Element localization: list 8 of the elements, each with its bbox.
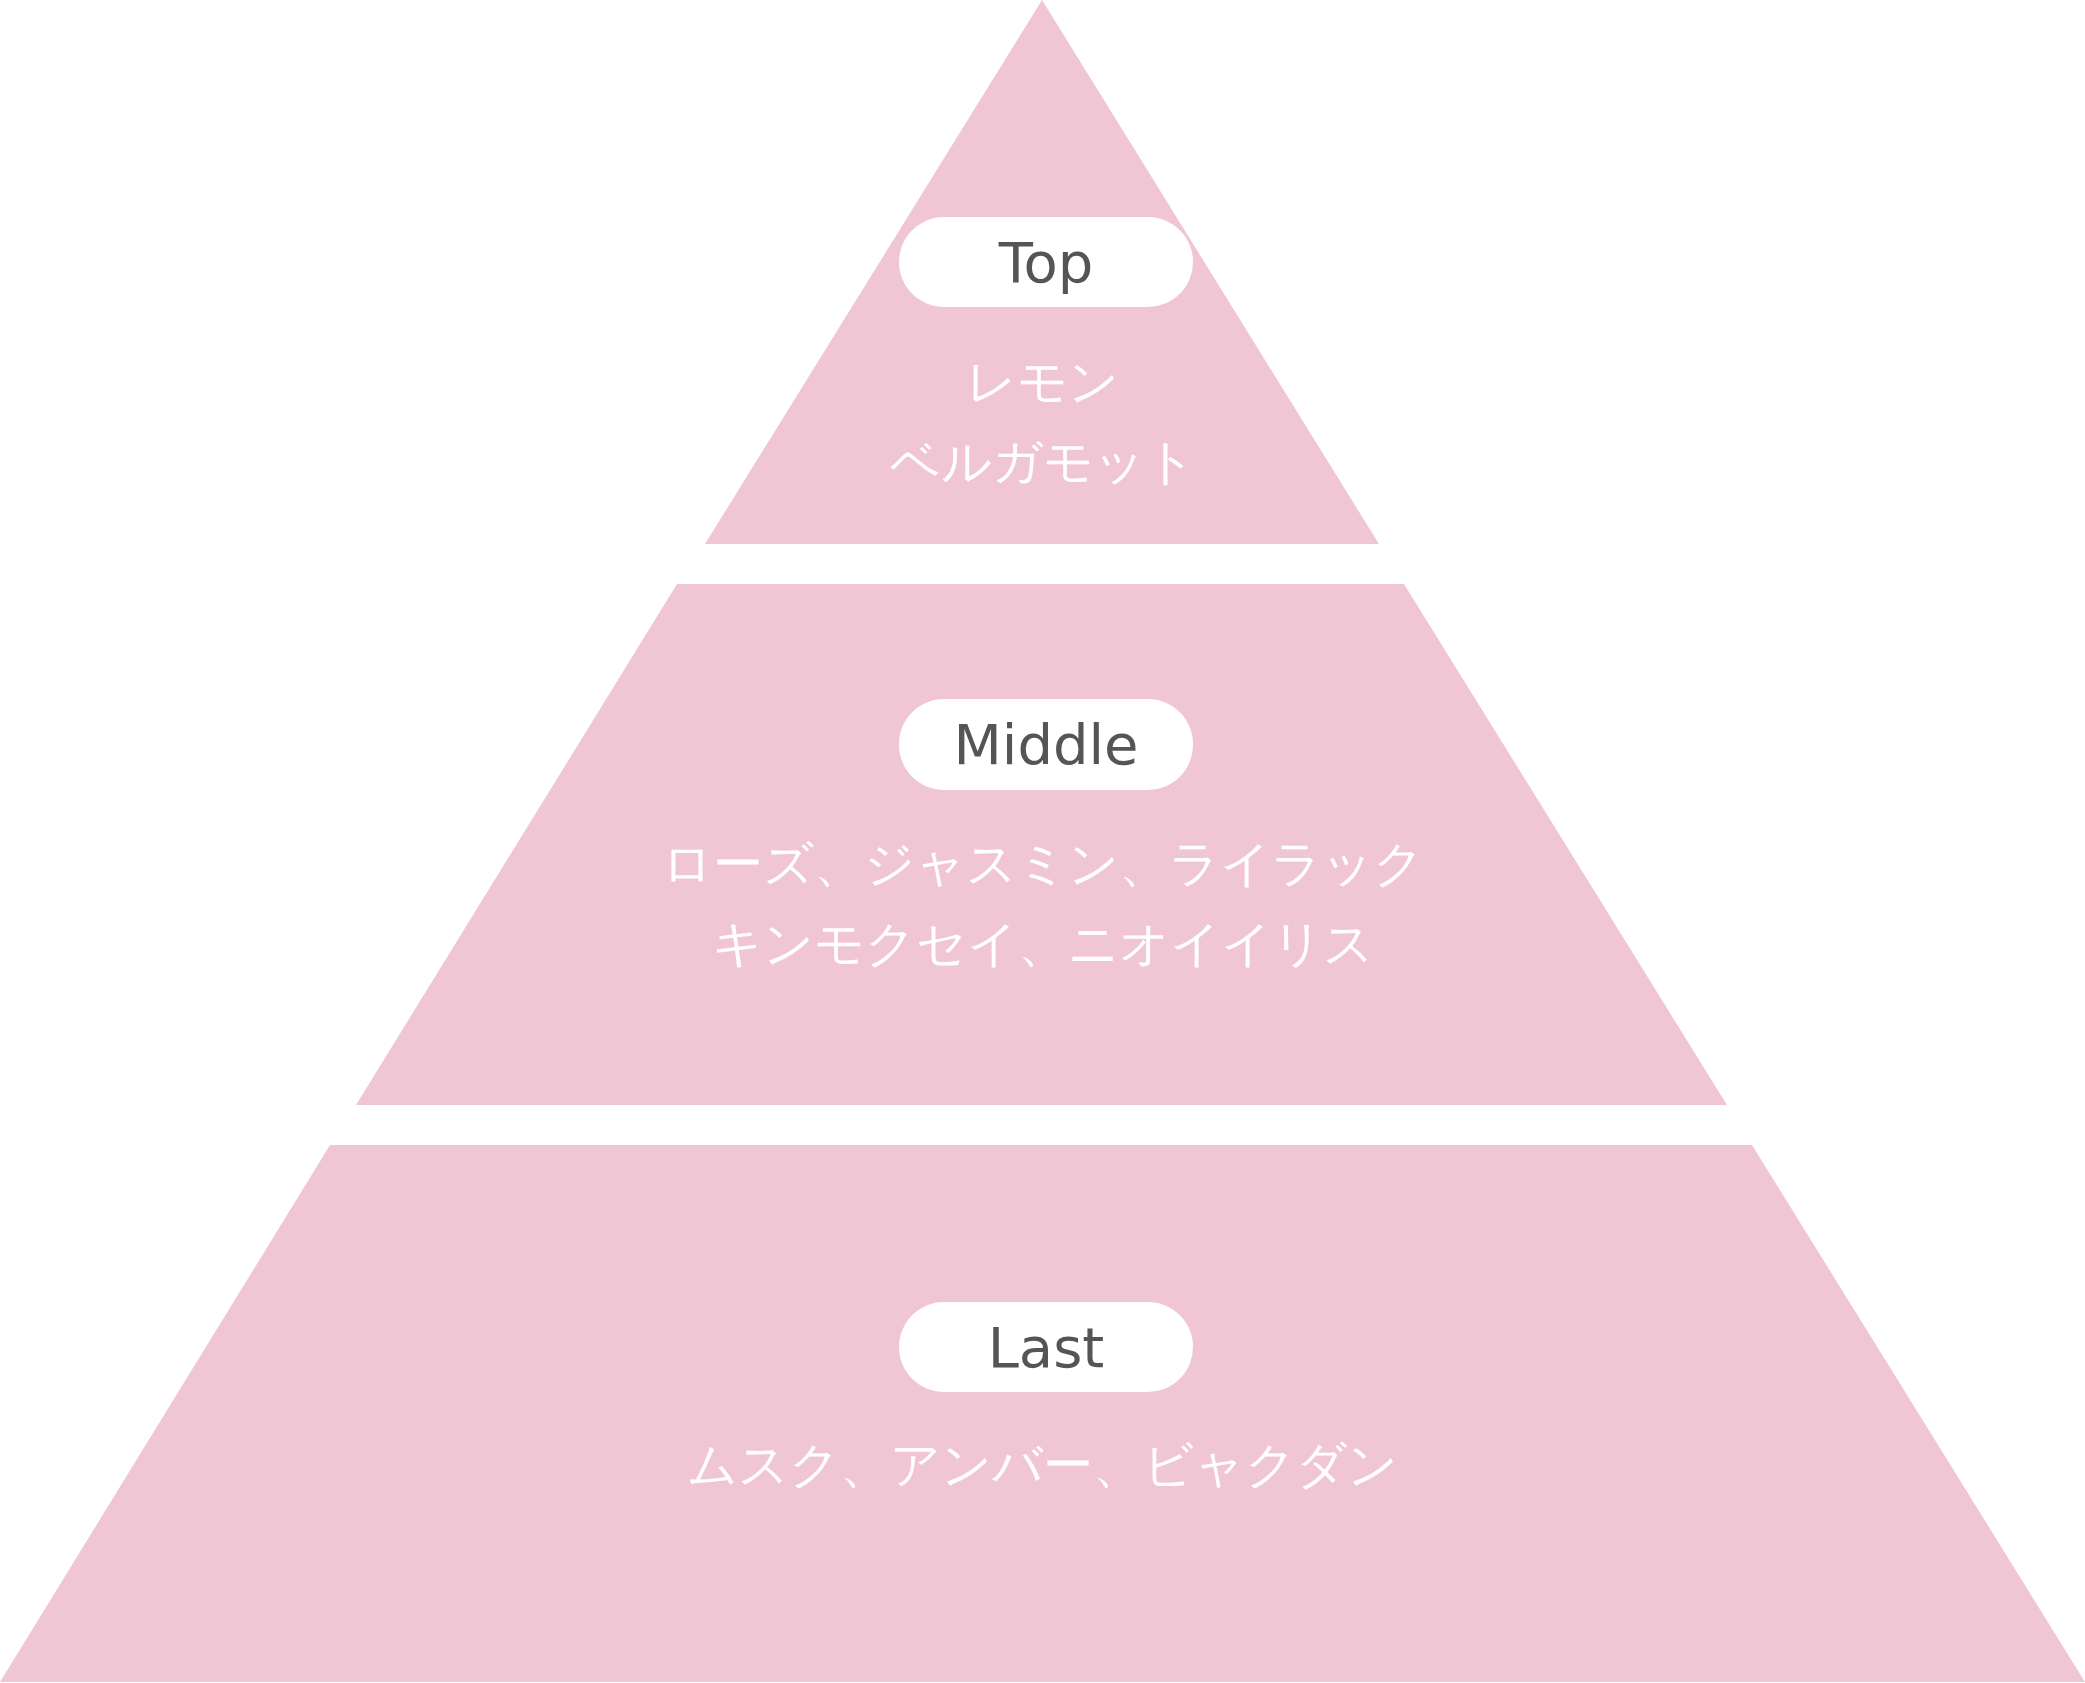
note-list-text: ローズ、ジャスミン、ライラック (660, 834, 1425, 894)
note-list-text: キンモクセイ、ニオイイリス (710, 914, 1375, 974)
note-list-text: ベルガモット (888, 432, 1197, 492)
layer-heading-pill: Middle (899, 699, 1193, 790)
note-list-text: ムスク、アンバー、ビャクダン (686, 1435, 1399, 1495)
note-list-text: レモン (965, 352, 1120, 412)
layer-heading-pill: Top (899, 217, 1193, 307)
layer-heading-pill: Last (899, 1302, 1193, 1392)
